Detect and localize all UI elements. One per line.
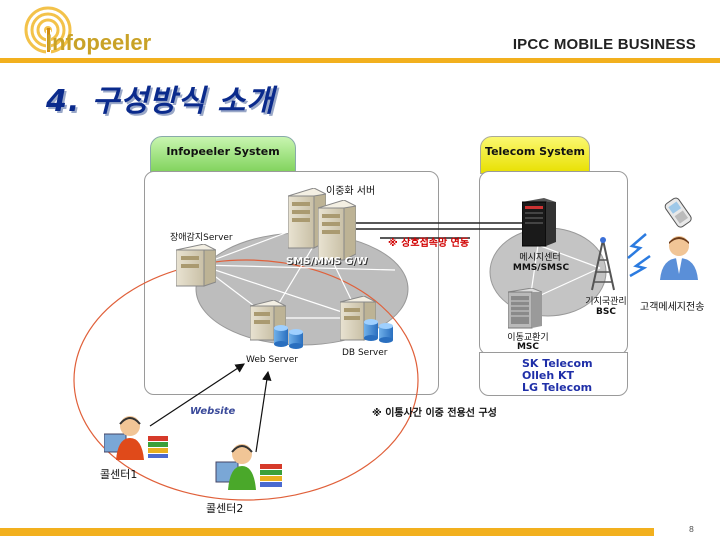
db-server-label: DB Server — [342, 348, 388, 358]
carrier-list: SK Telecom Olleh KT LG Telecom — [522, 358, 593, 394]
message-center-server-icon — [522, 198, 556, 247]
bsc-sub-label: BSC — [596, 307, 616, 317]
server-tower-icon — [176, 244, 216, 287]
callcenter-scope-circle — [73, 259, 419, 501]
database-cylinders-icon — [274, 325, 303, 349]
carrier-name: LG Telecom — [522, 381, 593, 394]
callcenter-2-label: 콜센터2 — [206, 502, 244, 515]
logo-text: Infopeeler — [46, 30, 152, 55]
lightning-icon — [627, 233, 651, 278]
carrier-name: SK Telecom — [522, 357, 593, 370]
page-number: 8 — [688, 525, 694, 534]
msc-switch-icon — [508, 288, 542, 329]
msc-label: 이동교환기 — [507, 333, 549, 343]
interconnect-link-label: ※ 상호접속망 연동 — [388, 238, 470, 249]
antenna-signal-logo-icon — [24, 6, 72, 54]
carrier-name: Olleh KT — [522, 369, 575, 382]
header: Infopeeler IPCC MOBILE BUSINESS — [0, 0, 720, 64]
mobile-phone-icon — [664, 197, 692, 228]
message-center-label: 메시지센터 — [519, 253, 561, 263]
top-accent-rule — [0, 58, 720, 63]
customer-label: 고객메세지전송 — [640, 302, 705, 313]
database-cylinders-icon — [364, 319, 393, 343]
server-tower-icon — [318, 200, 356, 261]
headset-operator-icon — [215, 444, 282, 490]
bottom-accent-rule — [0, 528, 654, 536]
fault-detect-server-label: 장애감지Server — [170, 233, 233, 243]
headset-operator-icon — [104, 416, 168, 460]
web-server-label: Web Server — [246, 355, 298, 365]
cell-tower-icon — [591, 237, 615, 291]
telecom-system-tab: Telecom System — [480, 136, 590, 174]
bsc-label: 기지국관리 — [585, 297, 627, 307]
customer-person-icon — [660, 236, 698, 280]
server-tower-icon — [288, 188, 326, 249]
callcenter-1-label: 콜센터1 — [100, 468, 138, 481]
company-title: IPCC MOBILE BUSINESS — [512, 36, 696, 53]
carrier-note: ※ 이통사간 이중 전용선 구성 — [372, 408, 497, 419]
redundancy-server-label: 이중화 서버 — [326, 186, 376, 197]
message-center-sub-label: MMS/SMSC — [512, 263, 570, 273]
msc-sub-label: MSC — [516, 342, 540, 352]
carrier-box — [479, 352, 628, 396]
sms-gateway-label: SMS/MMS G/W — [286, 256, 368, 267]
slide-title: 4. 구성방식 소개 — [46, 84, 275, 119]
website-label: Website — [190, 406, 236, 417]
